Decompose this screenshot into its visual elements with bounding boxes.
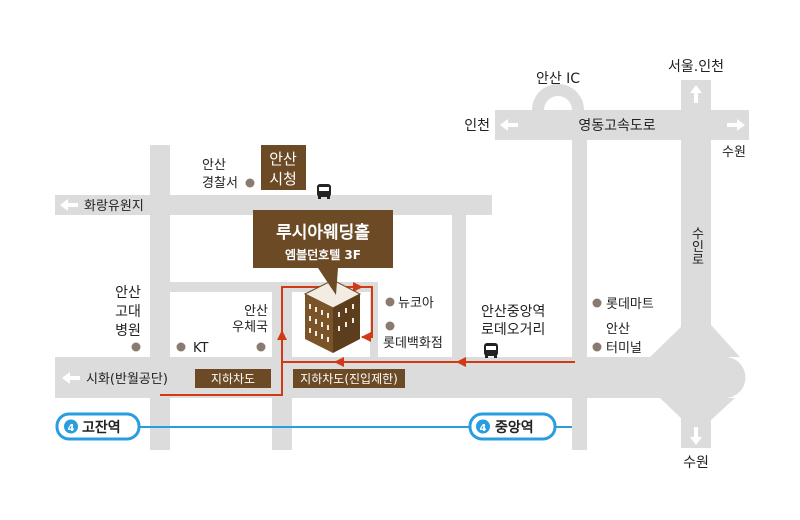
poi-dot-icon (385, 297, 395, 307)
svg-text:수원: 수원 (722, 145, 746, 160)
poi-dot-icon (245, 178, 255, 188)
svg-text:수원: 수원 (683, 455, 709, 471)
svg-text:지하차도: 지하차도 (211, 372, 255, 386)
bus-icon (317, 184, 331, 199)
venue-sub: 엠블던호텔 3F (285, 247, 361, 262)
svg-text:뉴코아: 뉴코아 (398, 296, 434, 311)
svg-text:인천: 인천 (464, 118, 490, 134)
svg-text:KT: KT (193, 341, 209, 356)
arrow-right-icon (727, 119, 745, 131)
poi-dot-icon (592, 298, 602, 308)
station-gojan[interactable]: 4 고잔역 (55, 412, 141, 441)
poi-dot-icon (131, 342, 141, 352)
venue-name: 루시아웨딩홀 (276, 222, 370, 243)
route-arrow-icon (353, 282, 363, 292)
poi-dot-icon (256, 342, 266, 352)
svg-text:병원: 병원 (115, 323, 141, 339)
road-label-suin: 수인로 (689, 227, 704, 266)
svg-text:시청: 시청 (269, 170, 297, 188)
road-label-sihwa: 시화(반월공단) (86, 372, 168, 387)
highway-name: 영동고속도로 (578, 118, 655, 134)
svg-text:4: 4 (480, 423, 487, 434)
route-arrow-icon (334, 357, 344, 367)
route-arrow-icon (456, 357, 466, 367)
road-label-hwarang: 화랑유원지 (84, 199, 144, 214)
line-4-icon (476, 419, 490, 434)
building-icon (303, 279, 362, 353)
arrow-left-icon (500, 119, 518, 131)
svg-text:안산: 안산 (244, 304, 268, 319)
bus-icon (484, 343, 498, 358)
svg-text:안산: 안산 (115, 285, 141, 301)
svg-text:중앙역: 중앙역 (495, 419, 534, 436)
svg-text:경찰서: 경찰서 (202, 176, 238, 191)
route-arrow-icon (277, 330, 287, 340)
arrow-down-icon (690, 427, 702, 445)
road-ic-loop (532, 84, 584, 110)
road-ic-link (572, 110, 587, 450)
svg-text:안산: 안산 (606, 322, 630, 337)
roads (55, 80, 749, 450)
road-inner-small (370, 282, 378, 360)
road-inner (170, 282, 372, 292)
svg-text:지하차도(진입제한): 지하차도(진입제한) (300, 372, 398, 386)
arrow-left-icon (60, 199, 78, 211)
venue-callout[interactable]: 루시아웨딩홀 엠블던호텔 3F (253, 210, 393, 295)
svg-text:안산 IC: 안산 IC (536, 71, 580, 87)
svg-text:롯데백화점: 롯데백화점 (383, 336, 443, 351)
station-jungang[interactable]: 4 중앙역 (468, 412, 557, 441)
line-4-icon (64, 419, 78, 434)
poi-dot-icon (592, 342, 602, 352)
underpass-box (195, 369, 271, 388)
svg-text:우체국: 우체국 (232, 320, 268, 335)
underpass-restricted-box (293, 369, 405, 388)
road-suin (681, 80, 711, 448)
svg-text:고잔역: 고잔역 (82, 419, 121, 436)
arrow-up-icon (690, 85, 702, 103)
svg-text:서울.인천: 서울.인천 (668, 59, 724, 75)
svg-text:롯데마트: 롯데마트 (606, 297, 654, 312)
road-vertical-east (452, 195, 466, 360)
svg-text:안산: 안산 (269, 150, 297, 168)
arrow-left-icon (62, 372, 80, 384)
city-hall-box (261, 145, 306, 190)
svg-text:로데오거리: 로데오거리 (481, 322, 545, 338)
svg-text:터미널: 터미널 (606, 341, 642, 356)
road-vertical-left (150, 145, 170, 450)
poi-dot-icon (176, 342, 186, 352)
poi-dot-icon (385, 321, 395, 331)
svg-text:고대: 고대 (115, 304, 141, 320)
route-arrow-icon (361, 332, 371, 342)
svg-text:안산: 안산 (202, 158, 226, 173)
svg-text:4: 4 (68, 423, 75, 434)
svg-text:안산중앙역: 안산중앙역 (481, 304, 545, 320)
